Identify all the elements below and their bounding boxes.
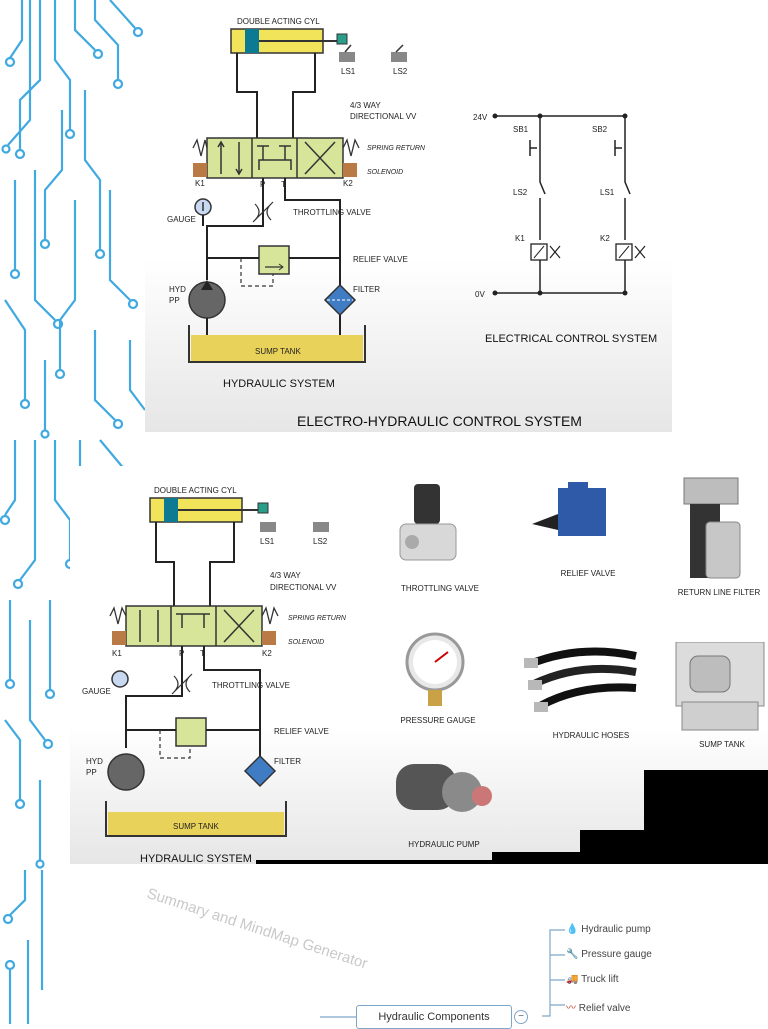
- v0-label: 0V: [475, 290, 485, 299]
- valve-label-1: 4/3 WAY: [350, 101, 381, 110]
- gauge-label: GAUGE: [167, 215, 196, 224]
- relief-valve-label: RELIEF VALVE: [353, 255, 408, 264]
- throttling-valve-photo: [399, 484, 457, 561]
- sb2-label: SB2: [592, 125, 608, 134]
- component-caption-5: SUMP TANK: [699, 740, 745, 749]
- slide-title: ELECTRO-HYDRAULIC CONTROL SYSTEM: [297, 413, 582, 429]
- wave-icon: 〰: [566, 1003, 576, 1014]
- spring-left: [192, 138, 208, 157]
- limit-contacts: [539, 160, 631, 240]
- solenoid-k1: [193, 163, 207, 177]
- valve-label-2: DIRECTIONAL VV: [350, 112, 417, 121]
- spring-return-label-2: SPRING RETURN: [288, 615, 347, 622]
- pressure-gauge-photo: [405, 632, 465, 706]
- filter-label: FILTER: [353, 285, 380, 294]
- t-port-label-2: T: [200, 649, 205, 658]
- return-line-filter-photo: [683, 477, 741, 579]
- slide-electro-hydraulic: DOUBLE ACTING CYL LS1 LS2 4/3 WAY DIRECT…: [145, 0, 672, 432]
- cylinder-piston: [245, 29, 259, 53]
- mindmap-node-2[interactable]: 🚚 Truck lift: [566, 974, 618, 985]
- spring-right: [342, 138, 360, 157]
- pp-label-2: PP: [86, 768, 97, 777]
- mindmap-node-label-1: Pressure gauge: [581, 949, 652, 960]
- electro-hydraulic-diagram: DOUBLE ACTING CYL LS1 LS2 4/3 WAY DIRECT…: [167, 17, 657, 429]
- throttle-symbol: [252, 201, 274, 223]
- relief-valve-label-2: RELIEF VALVE: [274, 727, 329, 736]
- collapse-toggle-icon[interactable]: −: [514, 1010, 528, 1024]
- filter-label-2: FILTER: [274, 757, 301, 766]
- v24-label: 24V: [473, 113, 488, 122]
- cylinder-label-2: DOUBLE ACTING CYL: [154, 486, 237, 495]
- hydraulic-pump-photo: [396, 764, 492, 812]
- throttling-valve-label-2: THROTTLING VALVE: [212, 681, 290, 690]
- ls2-switch: [391, 52, 407, 62]
- ls1-label-2: LS1: [260, 537, 275, 546]
- ls1-label: LS1: [341, 67, 356, 76]
- ls2-label-2: LS2: [313, 537, 328, 546]
- component-caption-4: HYDRAULIC HOSES: [552, 731, 630, 740]
- component-caption-6: HYDRAULIC PUMP: [408, 840, 480, 849]
- black-strip: [256, 860, 492, 864]
- sump-tank-label-2: SUMP TANK: [173, 822, 219, 831]
- mindmap-node-3[interactable]: 〰 Relief valve: [566, 999, 630, 1014]
- solenoid-label-2: SOLENOID: [288, 639, 324, 646]
- e-k1-label: K1: [515, 234, 525, 243]
- hydraulic-hoses-photo: [524, 647, 637, 712]
- mindmap-node-1[interactable]: 🔧 Pressure gauge: [566, 949, 652, 960]
- relief-valve-photo: [532, 482, 606, 536]
- hyd-label: HYD: [169, 285, 186, 294]
- mindmap-node-label-0: Hydraulic pump: [581, 924, 651, 935]
- gauge-label-2: GAUGE: [82, 687, 111, 696]
- component-caption-2: RETURN LINE FILTER: [677, 588, 761, 597]
- component-caption-1: RELIEF VALVE: [560, 569, 616, 578]
- sump-tank-label: SUMP TANK: [255, 347, 301, 356]
- component-caption-0: THROTTLING VALVE: [401, 584, 479, 593]
- mindmap-node-0[interactable]: 💧 Hydraulic pump: [566, 924, 651, 935]
- k2-label: K2: [343, 179, 353, 188]
- ls1-switch: [339, 52, 355, 62]
- spring-return-label: SPRING RETURN: [367, 145, 426, 152]
- k1-label-2: K1: [112, 649, 122, 658]
- ls2-label: LS2: [393, 67, 408, 76]
- valve-label-2b: DIRECTIONAL VV: [270, 583, 337, 592]
- water-drops-icon: 💧: [566, 924, 579, 935]
- solenoid-k2: [343, 163, 357, 177]
- k2-label-2: K2: [262, 649, 272, 658]
- circuit-decoration: [0, 0, 146, 1024]
- valve-label-1b: 4/3 WAY: [270, 571, 301, 580]
- hyd-label-2: HYD: [86, 757, 103, 766]
- sump-tank-photo: [675, 642, 765, 731]
- electrical-caption: ELECTRICAL CONTROL SYSTEM: [485, 333, 657, 345]
- hydraulic-diagram-small: DOUBLE ACTING CYL LS1 LS2 4/3 WAY DIRECT…: [82, 486, 347, 864]
- pp-label: PP: [169, 296, 180, 305]
- component-caption-3: PRESSURE GAUGE: [400, 716, 476, 725]
- mindmap-node-label-3: Relief valve: [578, 1003, 631, 1014]
- slide-hydraulic-components: DOUBLE ACTING CYL LS1 LS2 4/3 WAY DIRECT…: [70, 466, 768, 864]
- push-buttons: [529, 140, 622, 156]
- t-port-label: T: [281, 180, 286, 189]
- mindmap-connectors: [320, 929, 565, 1018]
- black-block-3: [492, 852, 580, 864]
- mindmap-node-label-2: Truck lift: [581, 974, 619, 985]
- e-k2-label: K2: [600, 234, 610, 243]
- directional-valve: [206, 137, 344, 179]
- black-block-2: [580, 830, 644, 864]
- wrench-icon: 🔧: [566, 949, 579, 960]
- e-ls2-label: LS2: [513, 188, 528, 197]
- black-block-1: [644, 770, 768, 864]
- cylinder-cam: [336, 33, 348, 45]
- hydraulic-system-caption: HYDRAULIC SYSTEM: [223, 378, 335, 390]
- e-ls1-label: LS1: [600, 188, 615, 197]
- mindmap-root-node[interactable]: Hydraulic Components: [356, 1005, 512, 1029]
- throttling-valve-label: THROTTLING VALVE: [293, 208, 371, 217]
- solenoid-label: SOLENOID: [367, 169, 403, 176]
- cylinder-label: DOUBLE ACTING CYL: [237, 17, 320, 26]
- relief-valve-symbol: [258, 245, 290, 275]
- hydraulic-system-caption-2: HYDRAULIC SYSTEM: [140, 853, 252, 864]
- sb1-label: SB1: [513, 125, 529, 134]
- truck-icon: 🚚: [566, 974, 579, 985]
- sump-tank-symbol: [191, 335, 363, 361]
- k1-label: K1: [195, 179, 205, 188]
